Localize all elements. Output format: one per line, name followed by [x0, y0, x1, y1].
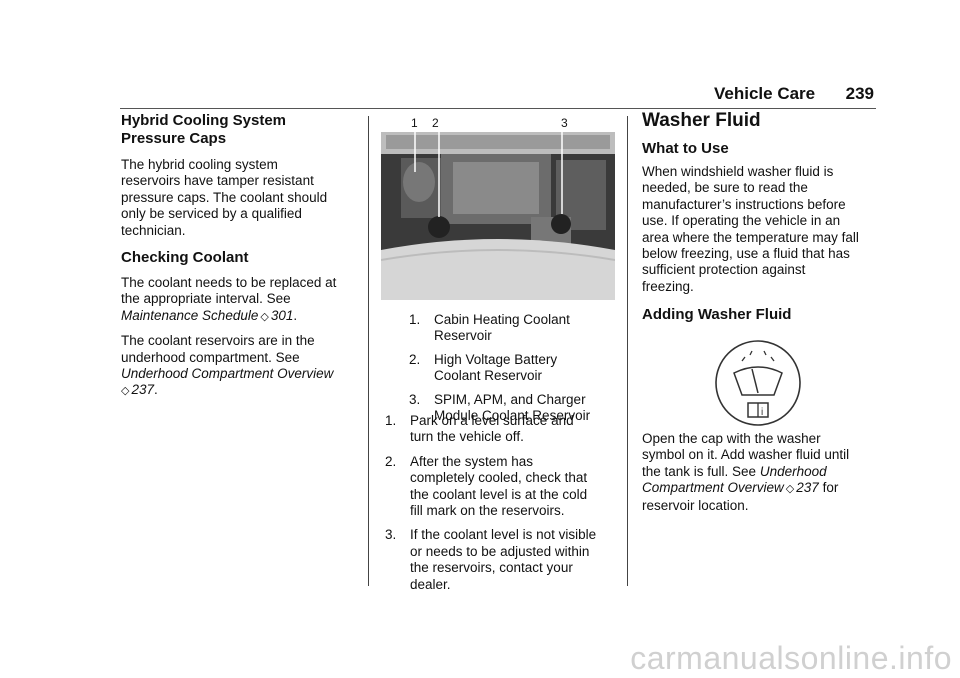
- caption-item: 2. High Voltage Battery Coolant Reservoi…: [409, 351, 558, 384]
- header-rule: [120, 108, 876, 109]
- callout-3: 3: [561, 116, 568, 130]
- page-number: 239: [845, 84, 874, 103]
- engine-bay-svg: [381, 132, 615, 300]
- caption-item: 1. Cabin Heating Coolant Reservoir: [409, 312, 570, 344]
- washer-fluid-symbol-icon: i: [714, 339, 802, 427]
- heading-washer-fluid: Washer Fluid: [642, 110, 761, 131]
- heading-adding-washer-fluid: Adding Washer Fluid: [642, 306, 792, 324]
- page-reference-icon: ◇: [121, 385, 130, 398]
- section-title: Vehicle Care: [714, 84, 816, 103]
- page-reference-icon: ◇: [260, 310, 269, 323]
- procedure-steps: 1. Park on a level surface and turn the …: [385, 413, 620, 593]
- figure-captions: 1. Cabin Heating Coolant Reservoir 2. Hi…: [409, 312, 619, 424]
- column-divider-right: [627, 116, 629, 586]
- callout-2: 2: [432, 116, 439, 130]
- paragraph-adding-washer-fluid: Open the cap with the washer symbol on i…: [642, 431, 850, 513]
- engine-bay-illustration: [381, 132, 615, 300]
- link-underhood-overview[interactable]: Underhood Compartment Overview: [121, 366, 334, 382]
- paragraph-check-1: The coolant needs to be replaced at the …: [121, 275, 337, 323]
- paragraph-check-2: The coolant reservoirs are in the underh…: [121, 333, 334, 398]
- column-divider-left: [368, 116, 370, 586]
- paragraph-pressure-caps: The hybrid cooling system reservoirs hav…: [121, 157, 328, 238]
- ref-page-301[interactable]: 301: [270, 307, 294, 323]
- step-item: 1. Park on a level surface and turn the …: [385, 413, 574, 445]
- svg-text:i: i: [761, 407, 763, 418]
- caption-item: 3. SPIM, APM, and Charger Module Coolant…: [409, 391, 591, 424]
- ref-page-237[interactable]: 237: [796, 480, 819, 496]
- link-compartment-overview[interactable]: Compartment Overview: [642, 480, 784, 496]
- link-maintenance-schedule[interactable]: Maintenance Schedule: [121, 307, 259, 323]
- left-column: Hybrid Cooling System Pressure Caps The …: [121, 112, 361, 400]
- step-item: 3. If the coolant level is not visible o…: [385, 527, 597, 592]
- step-item: 2. After the system has completely coole…: [385, 453, 588, 519]
- heading-pressure-caps: Hybrid Cooling System Pressure Caps: [121, 112, 287, 147]
- link-underhood[interactable]: Underhood: [759, 463, 827, 479]
- page-header: Vehicle Care 239: [700, 84, 876, 104]
- heading-what-to-use: What to Use: [642, 140, 729, 157]
- ref-page-237[interactable]: 237: [131, 382, 154, 398]
- page-reference-icon: ◇: [785, 483, 795, 496]
- callout-1: 1: [411, 116, 418, 130]
- right-column: Washer Fluid What to Use When windshield…: [642, 110, 878, 324]
- heading-checking-coolant: Checking Coolant: [121, 249, 249, 267]
- paragraph-what-to-use: When windshield washer fluid is needed, …: [642, 164, 859, 294]
- watermark: carmanualsonline.info: [630, 640, 952, 676]
